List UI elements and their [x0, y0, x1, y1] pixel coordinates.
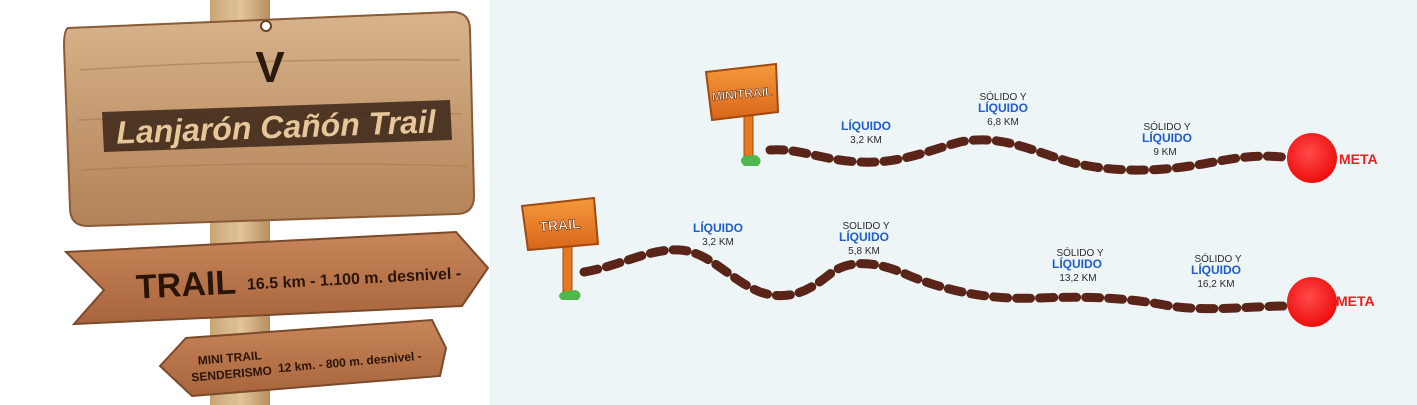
minitrail-station-3-type1: SÓLIDO Y — [1143, 120, 1190, 133]
trail-arrow-plank — [63, 230, 490, 326]
minitrail-station: LÍQUIDO 3,2 KM — [841, 118, 891, 146]
minitrail-station: SÓLIDO Y LÍQUIDO 9 KM — [1142, 120, 1192, 158]
trail-station-3-type1: SÓLIDO Y — [1056, 246, 1103, 259]
minitrail-sign-board — [704, 62, 780, 122]
trail-start-sign: TRAIL — [520, 196, 600, 300]
minitrail-path — [765, 135, 1295, 175]
trail-station-1-type: LÍQUIDO — [693, 220, 743, 235]
grass-icon — [741, 155, 761, 166]
route-map-background — [490, 0, 1417, 405]
wooden-signpost: V Lanjarón Cañón Trail TRAIL 16.5 km - 1… — [62, 0, 490, 405]
trail-station-4-type1: SÓLIDO Y — [1194, 252, 1241, 265]
trail-arrow-sign: TRAIL 16.5 km - 1.100 m. desnivel - — [63, 230, 490, 326]
minitrail-finish-label: META — [1339, 151, 1378, 167]
trail-station-4-km: 16,2 KM — [1197, 279, 1234, 290]
minitrail-station-3-km: 9 KM — [1153, 147, 1176, 158]
minitrail-finish: META — [1287, 133, 1378, 183]
trail-station-2-type2: LÍQUIDO — [839, 229, 889, 244]
trail-station-4-type2: LÍQUIDO — [1191, 262, 1241, 277]
trail-route: TRAIL META LÍQUIDO 3,2 KM SOLIDO Y LÍQUI… — [520, 196, 1375, 327]
minitrail-station-1-type: LÍQUIDO — [841, 118, 891, 133]
trail-finish-marker — [1287, 277, 1337, 327]
minitrail-route: MINITRAIL META LÍQUIDO 3,2 KM SÓLIDO Y L… — [704, 62, 1378, 183]
trail-sign-label: TRAIL — [135, 263, 237, 306]
trail-sign-board — [520, 196, 600, 252]
hang-hole — [260, 20, 272, 32]
edition-numeral: V — [255, 43, 285, 92]
trail-station-2-type1: SOLIDO Y — [842, 221, 889, 232]
minitrail-sign-line1: MINI TRAIL — [197, 348, 262, 368]
minitrail-start-sign: MINITRAIL — [704, 62, 780, 166]
title-burn-band — [102, 100, 452, 152]
minitrail-finish-marker — [1287, 133, 1337, 183]
trail-station-3-type2: LÍQUIDO — [1052, 256, 1102, 271]
minitrail-start-label: MINITRAIL — [711, 84, 773, 103]
trail-finish: META — [1287, 277, 1375, 327]
event-board: V Lanjarón Cañón Trail — [62, 10, 476, 228]
minitrail-station-3-type2: LÍQUIDO — [1142, 130, 1192, 145]
trail-station: LÍQUIDO 3,2 KM — [693, 220, 743, 248]
trail-station-1-km: 3,2 KM — [702, 237, 734, 248]
minitrail-station-1-km: 3,2 KM — [850, 135, 882, 146]
minitrail-station-2-type1: SÓLIDO Y — [979, 90, 1026, 103]
trail-station: SÓLIDO Y LÍQUIDO 13,2 KM — [1052, 246, 1104, 284]
trail-station: SOLIDO Y LÍQUIDO 5,8 KM — [839, 221, 890, 257]
trail-path — [579, 245, 1295, 314]
trail-start-label: TRAIL — [539, 215, 582, 235]
trail-station: SÓLIDO Y LÍQUIDO 16,2 KM — [1191, 252, 1242, 290]
trail-station-2-km: 5,8 KM — [848, 246, 880, 257]
minitrail-station: SÓLIDO Y LÍQUIDO 6,8 KM — [978, 90, 1028, 128]
minitrail-arrow-sign: MINI TRAIL SENDERISMO 12 km. - 800 m. de… — [158, 318, 448, 398]
trail-station-3-km: 13,2 KM — [1059, 273, 1096, 284]
trail-finish-label: META — [1336, 293, 1375, 309]
grass-icon — [559, 290, 581, 300]
minitrail-station-2-type2: LÍQUIDO — [978, 100, 1028, 115]
minitrail-station-2-km: 6,8 KM — [987, 117, 1019, 128]
minitrail-arrow-plank — [158, 318, 448, 398]
